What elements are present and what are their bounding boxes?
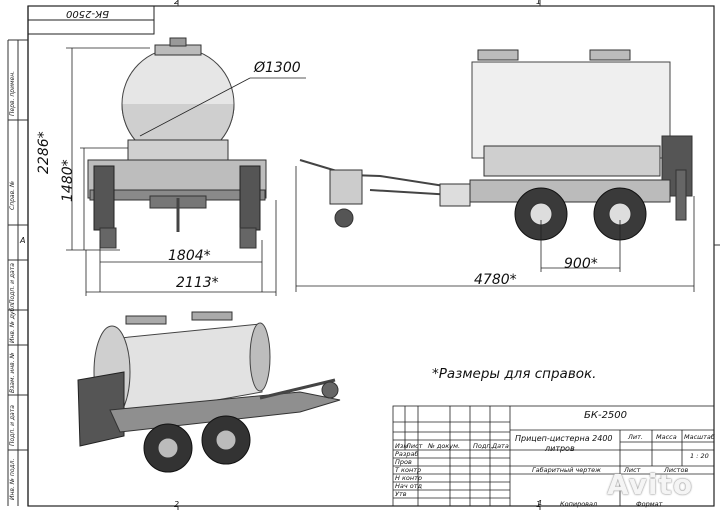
dim-height-frame: 1480* bbox=[60, 159, 76, 202]
strip-sign-date-1: Подп. и дата bbox=[9, 263, 16, 304]
side-view bbox=[299, 49, 693, 241]
zone-number-bottom-left: 2 bbox=[174, 500, 180, 509]
tb-sheet: Лист bbox=[624, 466, 641, 474]
strip-ref-number: Справ. № bbox=[9, 180, 16, 210]
strip-dup-inv: Инв. № дубл. bbox=[9, 301, 16, 343]
dim-overall-length: 4780* bbox=[474, 272, 517, 288]
tb-role-tcontrol: Т контр bbox=[395, 466, 422, 474]
dim-track-width: 1804* bbox=[168, 248, 211, 264]
isometric-view bbox=[77, 311, 341, 473]
tb-col-scale: Масштаб bbox=[684, 433, 715, 441]
tb-hdr-date: Дата bbox=[492, 442, 509, 450]
zone-number-bottom-right: 1 bbox=[536, 500, 542, 509]
tb-hdr-sheet: Лист bbox=[406, 442, 423, 450]
zone-number-top-left: 2 bbox=[174, 0, 180, 6]
strip-replace-inv: Взам. инв. № bbox=[9, 352, 16, 393]
stamp-designation: БК-2500 bbox=[66, 8, 110, 19]
tb-sheet-number: 1 bbox=[538, 499, 543, 507]
tb-doc-type: Габаритный чертеж bbox=[532, 466, 602, 474]
tb-hdr-docnum: № докум. bbox=[428, 442, 461, 450]
row-letter: A bbox=[20, 236, 26, 245]
tb-role-approve: Утв bbox=[395, 490, 407, 498]
tb-col-lit: Лит. bbox=[628, 433, 643, 441]
tb-sheets: Листов bbox=[664, 466, 689, 474]
tb-designation: БК-2500 bbox=[584, 410, 628, 421]
front-view bbox=[87, 37, 267, 249]
dim-diameter: Ø1300 bbox=[254, 60, 301, 76]
avito-watermark: Avito bbox=[607, 468, 694, 501]
tb-scale: 1 : 20 bbox=[690, 452, 709, 460]
tb-hdr-sign: Подп. bbox=[473, 442, 493, 450]
dim-height-total: 2286* bbox=[36, 131, 52, 174]
tb-role-ncontrol: Н контр bbox=[395, 474, 423, 482]
strip-sign-date-2: Подп. и дата bbox=[9, 405, 16, 446]
tb-hdr-change: Изм bbox=[395, 442, 409, 450]
tb-role-check: Пров bbox=[395, 458, 412, 466]
tb-name-line2: литров bbox=[545, 444, 575, 453]
dim-overall-width: 2113* bbox=[176, 275, 219, 291]
strip-first-use: Перв. примен. bbox=[9, 70, 16, 116]
tb-role-dev: Разраб bbox=[395, 450, 419, 458]
tb-name-line1: Прицеп-цистерна 2400 bbox=[515, 434, 613, 443]
tb-format: Формат bbox=[636, 500, 663, 508]
title-block bbox=[392, 405, 715, 507]
tb-copied: Копировал bbox=[560, 500, 598, 508]
dim-wheelbase: 900* bbox=[564, 256, 598, 272]
tb-role-head: Нач отд bbox=[395, 482, 423, 490]
strip-orig-inv: Инв. № подл. bbox=[9, 458, 16, 500]
zone-number-top-right: 1 bbox=[536, 0, 542, 6]
tb-col-mass: Масса bbox=[656, 433, 677, 441]
reference-note: *Размеры для справок. bbox=[432, 366, 597, 382]
